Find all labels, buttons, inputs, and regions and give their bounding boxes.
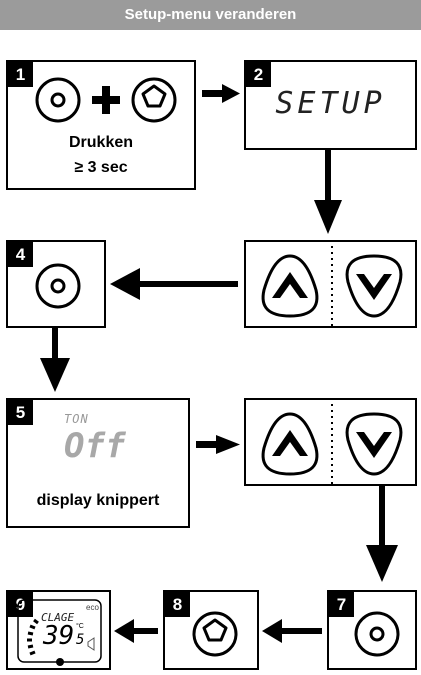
- setup-display-text: SETUP: [275, 86, 386, 121]
- round-button-icon: [35, 77, 81, 123]
- arrow-down-updown-to-7: [366, 486, 398, 582]
- mode-label: CLAGE: [41, 611, 75, 624]
- temperature-scale-icon: [27, 618, 39, 656]
- step-9-box: 9 eco CLAGE 39 5 °C: [6, 590, 111, 670]
- clage-logo-button-icon: [131, 77, 177, 123]
- up-down-buttons-box: [244, 240, 417, 328]
- arrow-left-updown-to-4: [110, 268, 238, 300]
- step-4-number: 4: [8, 242, 33, 267]
- display-blinks-label: display knippert: [36, 492, 160, 509]
- step-1-number: 1: [8, 62, 33, 87]
- up-down-buttons-box-2: [244, 398, 417, 486]
- step-1-graphics: [35, 77, 177, 123]
- step-7-graphics: [354, 611, 400, 657]
- up-arrow-button-icon: [261, 254, 319, 318]
- step-5-box: 5 TON Off display knippert: [6, 398, 190, 528]
- plus-icon: [92, 86, 120, 114]
- step-1-box: 1 Drukken ≥ 3 sec: [6, 60, 196, 190]
- up-down-graphics-2: [261, 404, 403, 484]
- step-9-display-graphics: [17, 599, 102, 666]
- step-1-label-line1: Drukken: [68, 134, 134, 151]
- arrow-down-4-to-5: [40, 328, 70, 392]
- temperature-unit: °C: [76, 623, 84, 630]
- step-5-number: 5: [8, 400, 33, 425]
- temperature-main: 39: [43, 621, 75, 651]
- round-button-icon: [354, 611, 400, 657]
- step-9-number: 9: [8, 592, 33, 617]
- step-8-graphics: [192, 611, 238, 657]
- step-4-graphics: [35, 263, 81, 309]
- step-7-number: 7: [329, 592, 354, 617]
- step-2-number: 2: [246, 62, 271, 87]
- step-4-box: 4: [6, 240, 106, 328]
- down-arrow-button-icon: [345, 412, 403, 476]
- display-top-text: TON: [64, 412, 89, 426]
- clage-logo-button-icon: [192, 611, 238, 657]
- up-arrow-button-icon: [261, 412, 319, 476]
- arrow-right-1-to-2: [202, 84, 240, 103]
- arrow-left-7-to-8: [262, 619, 322, 643]
- step-8-number: 8: [165, 592, 190, 617]
- up-down-graphics: [261, 246, 403, 326]
- speaker-icon: [87, 637, 95, 651]
- eco-label: eco: [86, 603, 99, 612]
- arrow-down-2-to-updown: [314, 150, 342, 234]
- display-main-text: Off: [64, 426, 126, 466]
- step-7-box: 7: [327, 590, 417, 670]
- step-2-box: 2 SETUP: [244, 60, 417, 150]
- page-title: Setup-menu veranderen: [0, 0, 421, 30]
- round-button-icon: [35, 263, 81, 309]
- arrow-right-5-to-updown: [196, 435, 240, 454]
- arrow-left-8-to-9: [114, 619, 158, 643]
- indicator-dot-icon: [56, 658, 64, 666]
- down-arrow-button-icon: [345, 254, 403, 318]
- temperature-decimal: 5: [76, 632, 85, 648]
- step-8-box: 8: [163, 590, 259, 670]
- step-1-label-line2: ≥ 3 sec: [74, 159, 128, 176]
